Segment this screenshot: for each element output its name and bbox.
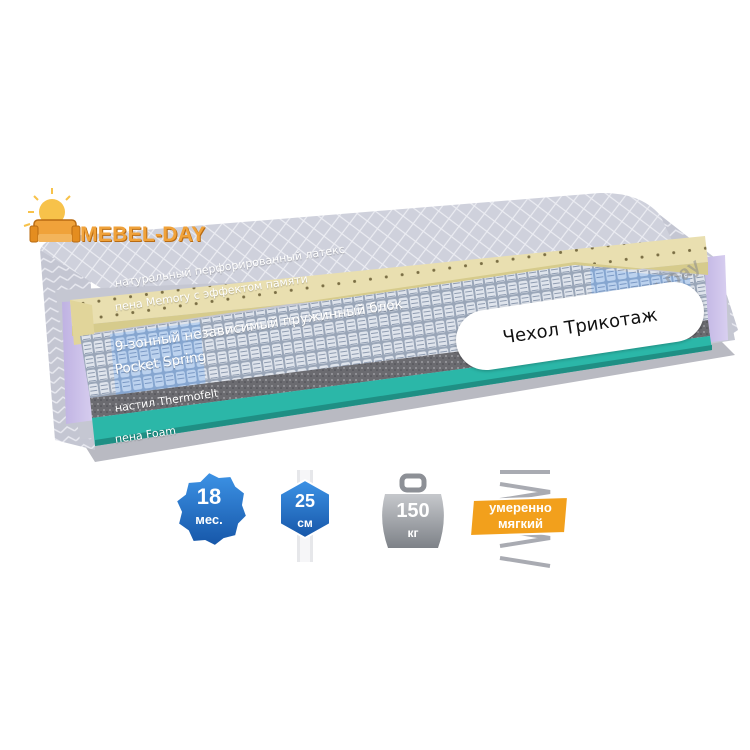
- spring-icon: [499, 470, 551, 568]
- softness-banner: [468, 495, 570, 538]
- spring-block: [80, 265, 708, 398]
- latex-layer: [70, 236, 708, 326]
- height-unit: см: [297, 516, 313, 530]
- sun-icon: [23, 188, 71, 227]
- softness-line-2: мягкий: [497, 516, 544, 531]
- weight-unit: кг: [407, 526, 419, 540]
- warranty-badge: [174, 470, 249, 548]
- foam-base-edge: [95, 345, 712, 446]
- sofa-icon: [29, 219, 81, 243]
- memory-foam-front: [70, 300, 95, 345]
- weight-badge: [382, 473, 444, 548]
- brand-name: MEBEL-DAY: [80, 223, 206, 246]
- mattress-top: [40, 192, 715, 300]
- softness-badge: [468, 470, 570, 568]
- cutaway-layers: [62, 236, 728, 446]
- warranty-value: 18: [196, 484, 222, 509]
- height-value: 25: [294, 491, 316, 511]
- height-badge: [279, 470, 331, 562]
- warranty-unit: мес.: [195, 512, 223, 527]
- weight-value: 150: [396, 500, 430, 522]
- softness-line-1: умеренно: [489, 500, 552, 515]
- spring-zone-blue-left: [110, 322, 206, 396]
- cover-label: Чехол Трикотаж: [501, 304, 659, 348]
- brand-logo: [23, 188, 81, 243]
